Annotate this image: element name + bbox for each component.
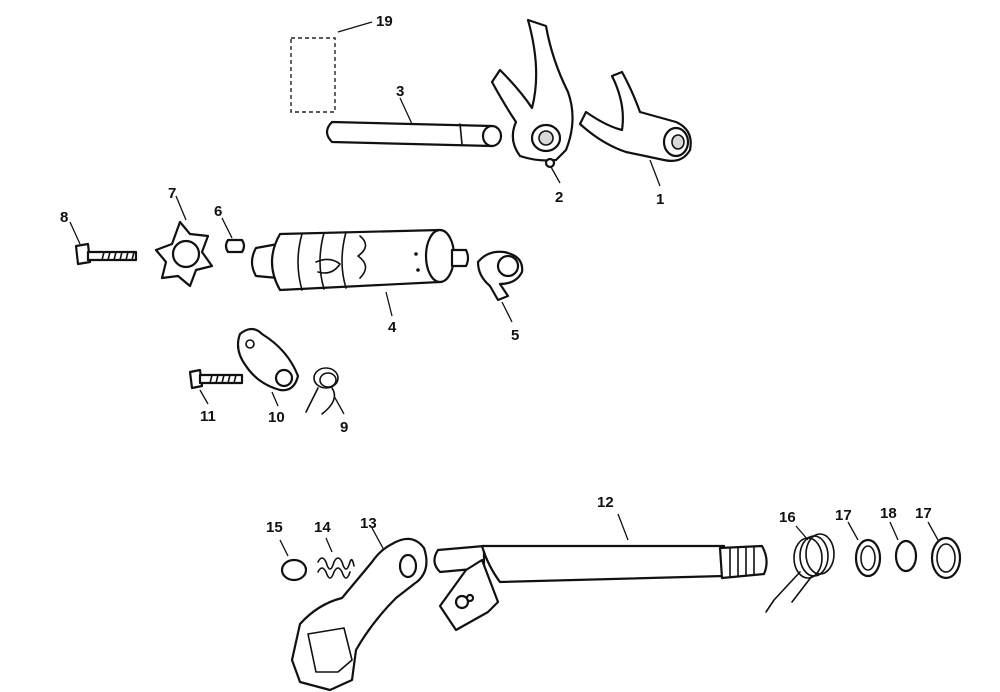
part-2-shift-fork: [490, 18, 574, 184]
callout-2: 2: [555, 189, 563, 206]
part-6-dowel-pin: [221, 217, 246, 254]
part-12-shift-shaft: [433, 513, 768, 632]
callout-15: 15: [266, 519, 283, 536]
part-11-bolt: [188, 368, 244, 405]
callout-17a: 17: [835, 507, 852, 524]
part-7-star-cam: [154, 195, 214, 288]
part-16-torsion-spring: [765, 525, 835, 613]
callout-11: 11: [200, 408, 216, 425]
callout-18: 18: [880, 505, 897, 522]
callout-7: 7: [168, 185, 176, 202]
part-4-shift-drum: [250, 228, 470, 317]
part-17b-washer: [927, 521, 962, 580]
part-1-shift-fork: [578, 70, 692, 187]
part-10-stopper-lever: [236, 327, 300, 407]
callout-8: 8: [60, 209, 68, 226]
part-3-fork-shaft: [325, 97, 503, 148]
callout-14: 14: [314, 519, 331, 536]
callout-6: 6: [214, 203, 222, 220]
part-18-circlip: [889, 521, 918, 573]
part-17a-washer: [847, 521, 882, 578]
callout-17b: 17: [915, 505, 932, 522]
part-15-circlip: [279, 539, 308, 582]
callout-10: 10: [268, 409, 285, 426]
part-9-torsion-spring: [305, 367, 345, 415]
part-8-bolt: [69, 221, 138, 266]
part-14-spring: [317, 537, 355, 579]
part-13-shift-lever-plate: [290, 527, 428, 692]
callout-4: 4: [388, 319, 397, 336]
callout-16: 16: [779, 509, 796, 526]
callout-3: 3: [396, 83, 404, 100]
part-5-index-plate: [476, 250, 524, 323]
part-19-placeholder: [290, 21, 373, 113]
callout-1: 1: [656, 191, 664, 208]
callout-13: 13: [360, 515, 377, 532]
callout-12: 12: [597, 494, 614, 511]
callout-19: 19: [376, 13, 393, 30]
callout-9: 9: [340, 419, 348, 436]
callout-5: 5: [511, 327, 519, 344]
